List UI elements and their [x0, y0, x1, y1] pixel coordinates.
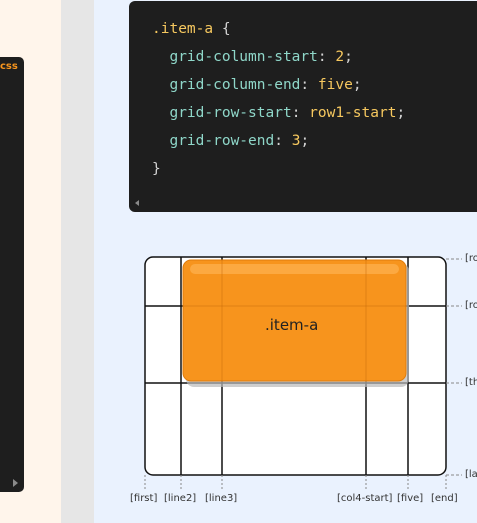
column-line-label: [end]	[431, 493, 458, 504]
column-line-label: [first]	[130, 493, 158, 504]
css-value: row1-start	[309, 105, 397, 121]
css-value: five	[317, 77, 353, 93]
css-value: 3	[291, 133, 301, 149]
css-property: grid-row-start	[169, 105, 292, 121]
row-line-label: [ro	[465, 253, 477, 264]
gutter	[61, 0, 94, 523]
column-line-label: [line3]	[205, 493, 238, 504]
previous-example-panel: css	[0, 0, 61, 523]
column-line-label: [line2]	[164, 493, 197, 504]
open-brace: {	[221, 21, 231, 37]
previous-code-block	[0, 57, 24, 492]
scroll-left-arrow-icon[interactable]	[135, 200, 139, 206]
scroll-right-arrow-icon[interactable]	[13, 479, 18, 487]
item-highlight	[190, 264, 399, 274]
column-line-label: [five]	[397, 493, 424, 504]
column-line-label: [col4-start]	[337, 493, 393, 504]
css-property: grid-column-start	[169, 49, 318, 65]
css-property: grid-column-end	[169, 77, 301, 93]
code-block: .item-a { grid-column-start: 2; grid-col…	[129, 1, 477, 212]
language-tag: css	[0, 61, 18, 72]
css-value: 2	[335, 49, 345, 65]
css-selector: .item-a	[152, 21, 214, 37]
row-line-label: [la	[465, 469, 477, 480]
grid-item-a	[182, 259, 407, 382]
row-line-label: [th	[465, 377, 477, 388]
css-code: .item-a { grid-column-start: 2; grid-col…	[152, 21, 406, 177]
item-label: .item-a	[265, 316, 319, 334]
css-property: grid-row-end	[169, 133, 275, 149]
close-brace: }	[152, 161, 161, 177]
row-line-label: [ro	[465, 300, 477, 311]
